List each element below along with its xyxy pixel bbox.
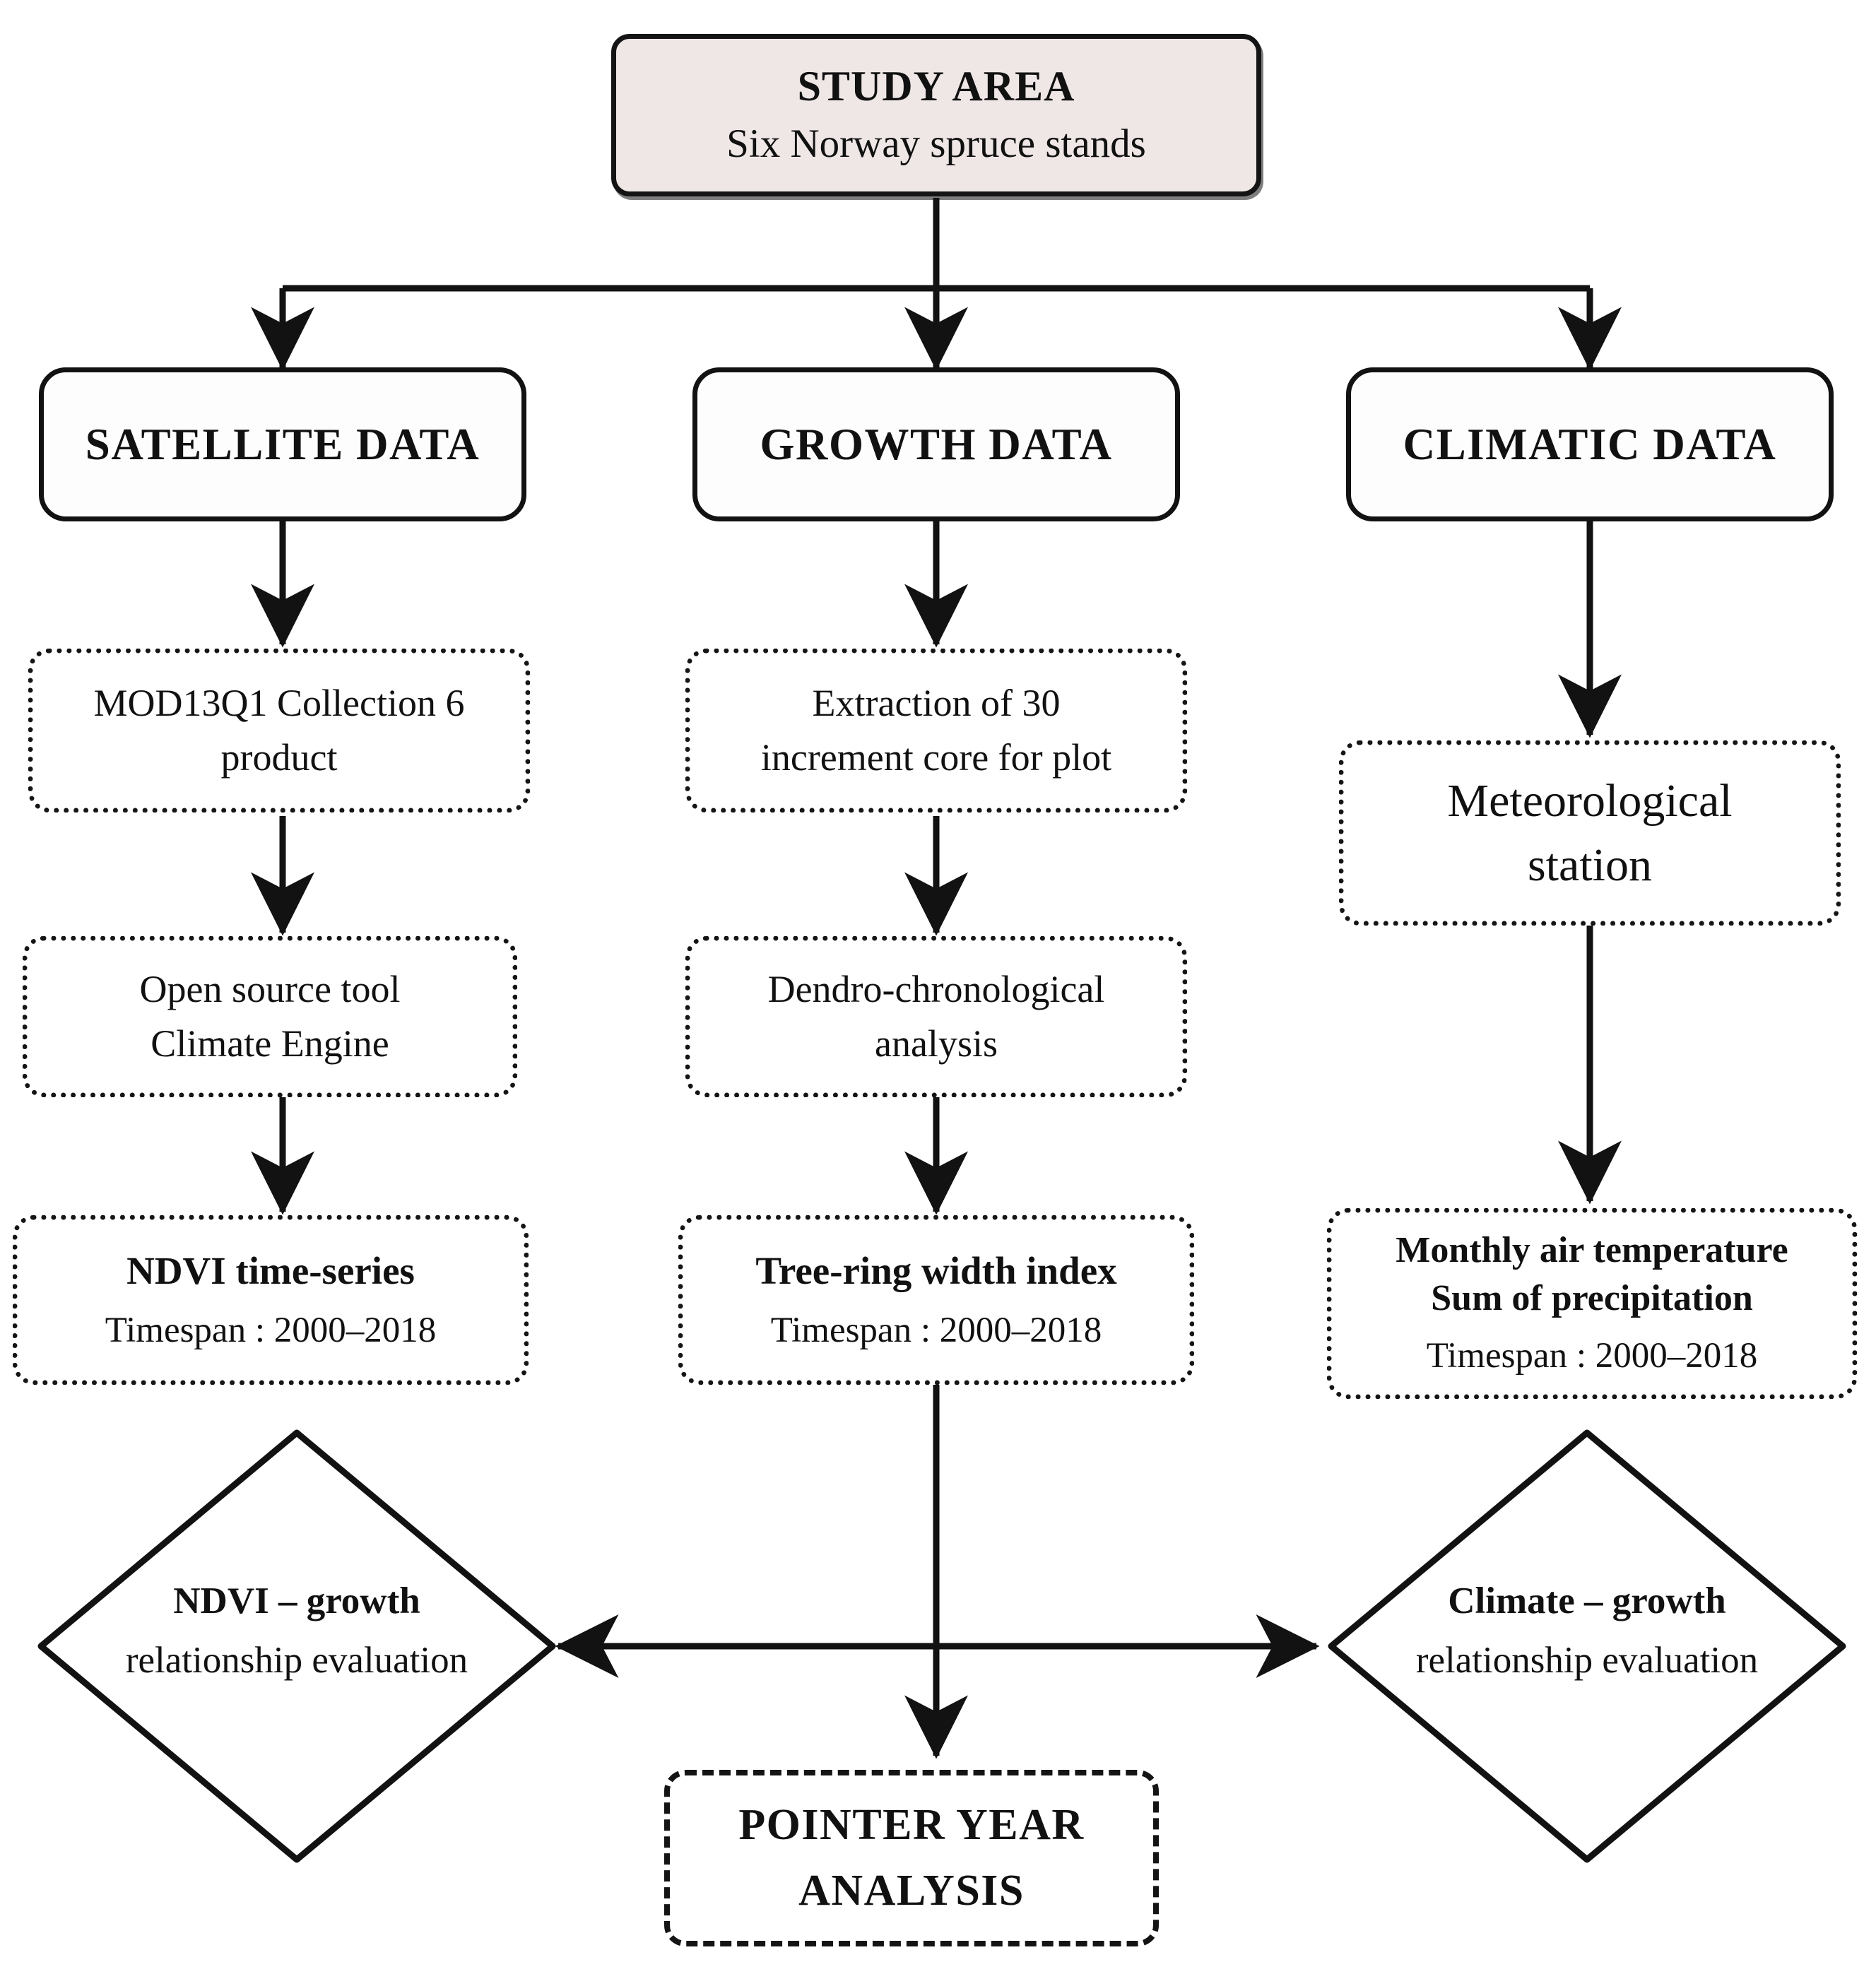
ndvi-time-series-node[interactable]: NDVI time-series Timespan : 2000–2018 — [13, 1215, 529, 1385]
climatic-data-node[interactable]: CLIMATIC DATA — [1346, 367, 1834, 521]
growth-data-node[interactable]: GROWTH DATA — [692, 367, 1180, 521]
satellite-data-label: SATELLITE DATA — [85, 419, 480, 469]
climate-growth-evaluation-node[interactable]: Climate – growth relationship evaluation — [1318, 1420, 1856, 1872]
study-area-title: STUDY AREA — [797, 63, 1075, 110]
ndvi-growth-line1: NDVI – growth — [173, 1580, 420, 1621]
mod13q1-product-node[interactable]: MOD13Q1 Collection 6 product — [28, 649, 530, 812]
increment-core-node[interactable]: Extraction of 30 increment core for plot — [685, 649, 1187, 812]
ndvi-growth-evaluation-node[interactable]: NDVI – growth relationship evaluation — [28, 1420, 565, 1872]
climate-variables-node[interactable]: Monthly air temperature Sum of precipita… — [1327, 1208, 1857, 1399]
ndvi-growth-evaluation-text: NDVI – growth relationship evaluation — [28, 1577, 565, 1686]
climate-variables-note: Timespan : 2000–2018 — [1426, 1336, 1758, 1376]
ndvi-growth-diamond-shape — [37, 1429, 556, 1863]
study-area-node[interactable]: STUDY AREA Six Norway spruce stands — [611, 34, 1261, 196]
pointer-year-line2: ANALYSIS — [798, 1867, 1025, 1915]
climate-engine-line2: Climate Engine — [151, 1022, 389, 1065]
mod13q1-line1: MOD13Q1 Collection 6 — [93, 682, 465, 725]
met-station-line1: Meteorological — [1447, 774, 1733, 827]
tree-ring-note: Timespan : 2000–2018 — [770, 1310, 1102, 1350]
climate-growth-evaluation-text: Climate – growth relationship evaluation — [1318, 1577, 1856, 1686]
increment-core-line2: increment core for plot — [760, 736, 1112, 779]
climatic-data-label: CLIMATIC DATA — [1403, 419, 1777, 469]
ndvi-growth-line2: relationship evaluation — [125, 1639, 468, 1681]
tree-ring-title: Tree-ring width index — [755, 1249, 1117, 1293]
climate-growth-line2: relationship evaluation — [1415, 1639, 1759, 1681]
growth-data-label: GROWTH DATA — [760, 419, 1113, 469]
climate-variables-title: Monthly air temperature — [1396, 1230, 1788, 1271]
dendro-analysis-line2: analysis — [875, 1022, 998, 1065]
mod13q1-line2: product — [220, 736, 338, 779]
climate-growth-diamond-shape — [1328, 1429, 1846, 1863]
met-station-line2: station — [1528, 839, 1652, 891]
ndvi-time-series-note: Timespan : 2000–2018 — [105, 1310, 437, 1350]
tree-ring-width-index-node[interactable]: Tree-ring width index Timespan : 2000–20… — [678, 1215, 1194, 1385]
dendro-analysis-line1: Dendro-chronological — [767, 968, 1105, 1011]
pointer-year-line1: POINTER YEAR — [738, 1801, 1085, 1849]
climate-variables-title2: Sum of precipitation — [1431, 1277, 1753, 1318]
increment-core-line1: Extraction of 30 — [812, 682, 1061, 725]
satellite-data-node[interactable]: SATELLITE DATA — [39, 367, 526, 521]
dendro-analysis-node[interactable]: Dendro-chronological analysis — [685, 936, 1187, 1097]
pointer-year-analysis-node[interactable]: POINTER YEAR ANALYSIS — [664, 1770, 1159, 1946]
meteorological-station-node[interactable]: Meteorological station — [1339, 740, 1841, 926]
climate-engine-line1: Open source tool — [139, 968, 401, 1011]
study-area-subtitle: Six Norway spruce stands — [726, 122, 1146, 167]
climate-growth-line1: Climate – growth — [1448, 1580, 1726, 1621]
ndvi-time-series-title: NDVI time-series — [126, 1249, 415, 1293]
climate-engine-node[interactable]: Open source tool Climate Engine — [23, 936, 517, 1097]
